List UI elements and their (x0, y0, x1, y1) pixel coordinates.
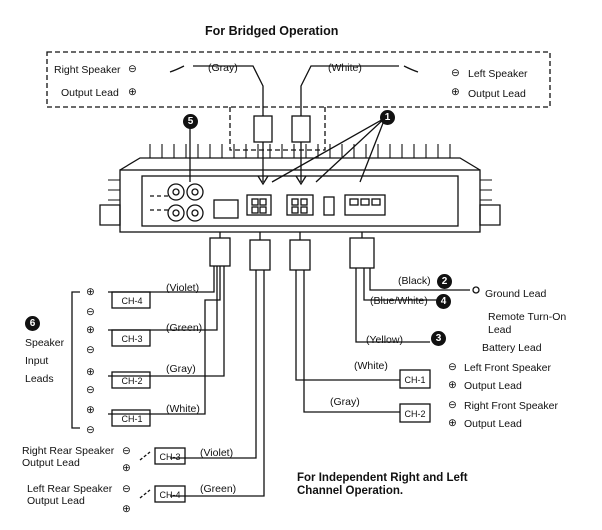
label-right-speaker: Right Speaker (54, 64, 121, 76)
label-rear-green: (Green) (200, 483, 237, 495)
ch3-input-label: CH-3 (121, 334, 143, 344)
label-blue-white: (Blue/White) (370, 295, 428, 307)
front-ch2-label: CH-2 (404, 409, 426, 419)
plus-symbol: ⊕ (122, 462, 131, 474)
label-ground-lead: Ground Lead (485, 288, 547, 300)
label-left-front-speaker: Left Front Speaker (464, 362, 551, 374)
label-output-lead-left: Output Lead (61, 87, 119, 99)
minus-symbol: ⊖ (122, 483, 131, 495)
lower-plugs (209, 232, 375, 271)
label-remote-line2: Lead (488, 324, 512, 336)
plus-symbol: ⊕ (448, 379, 457, 391)
label-bridged-white: (White) (328, 62, 362, 74)
label-right-front-speaker: Right Front Speaker (464, 400, 558, 412)
label-front-output-lead-1: Output Lead (464, 380, 522, 392)
label-yellow: (Yellow) (366, 334, 403, 346)
plus-symbol: ⊕ (448, 417, 457, 429)
callout-4: 4 (436, 294, 451, 309)
label-front-output-lead-2: Output Lead (464, 418, 522, 430)
ch3-color: (Green) (166, 322, 203, 334)
minus-symbol: ⊖ (86, 344, 95, 356)
minus-symbol: ⊖ (451, 67, 460, 79)
label-remote-line1: Remote Turn-On (488, 311, 567, 323)
bridged-plugs (169, 65, 419, 186)
minus-symbol: ⊖ (128, 63, 137, 75)
minus-symbol: ⊖ (86, 384, 95, 396)
ch4-color: (Violet) (166, 282, 200, 294)
front-ch1-label: CH-1 (404, 375, 426, 385)
diagram-title: For Bridged Operation (205, 24, 339, 38)
label-right-rear-line1: Right Rear Speaker (22, 445, 115, 457)
bridged-box-notch (229, 107, 326, 151)
plus-symbol: ⊕ (86, 286, 95, 298)
rear-ch4-label: CH-4 (159, 490, 181, 500)
label-bridged-gray: (Gray) (208, 62, 238, 74)
callout-5: 5 (183, 114, 198, 129)
amp-connectors (213, 194, 386, 219)
label-front-gray: (Gray) (330, 396, 360, 408)
ch4-input-label: CH-4 (121, 296, 143, 306)
ch1-color: (White) (166, 403, 200, 415)
plus-symbol: ⊕ (86, 404, 95, 416)
plus-symbol: ⊕ (128, 86, 137, 98)
plus-symbol: ⊕ (451, 86, 460, 98)
callout-3: 3 (431, 331, 446, 346)
rear-ch3-label: CH-3 (159, 452, 181, 462)
label-battery-lead: Battery Lead (482, 342, 542, 354)
label-speaker: Speaker (25, 337, 65, 349)
minus-symbol: ⊖ (448, 361, 457, 373)
label-leads: Leads (25, 373, 54, 385)
plus-symbol: ⊕ (86, 366, 95, 378)
bridged-box (46, 51, 551, 108)
independent-note-line2: Channel Operation. (297, 485, 404, 497)
label-input: Input (25, 355, 49, 367)
minus-symbol: ⊖ (122, 445, 131, 457)
label-left-rear-line1: Left Rear Speaker (27, 483, 113, 495)
label-output-lead-right: Output Lead (468, 88, 526, 100)
label-left-speaker: Left Speaker (468, 68, 528, 80)
plus-symbol: ⊕ (86, 324, 95, 336)
label-left-rear-line2: Output Lead (27, 495, 85, 507)
minus-symbol: ⊖ (448, 399, 457, 411)
callout-1: 1 (380, 110, 395, 125)
rca-jacks (167, 183, 204, 222)
ch2-input-label: CH-2 (121, 376, 143, 386)
label-front-white: (White) (354, 360, 388, 372)
heat-sink-fins (108, 144, 492, 201)
ch1-input-label: CH-1 (121, 414, 143, 424)
callout-2: 2 (437, 274, 452, 289)
label-black: (Black) (398, 275, 431, 287)
minus-symbol: ⊖ (86, 424, 95, 436)
label-right-rear-line2: Output Lead (22, 457, 80, 469)
independent-note-line1: For Independent Right and Left (297, 472, 468, 484)
plus-symbol: ⊕ (122, 503, 131, 515)
minus-symbol: ⊖ (86, 306, 95, 318)
ch2-color: (Gray) (166, 363, 196, 375)
label-rear-violet: (Violet) (200, 447, 234, 459)
callout-6: 6 (25, 316, 40, 331)
